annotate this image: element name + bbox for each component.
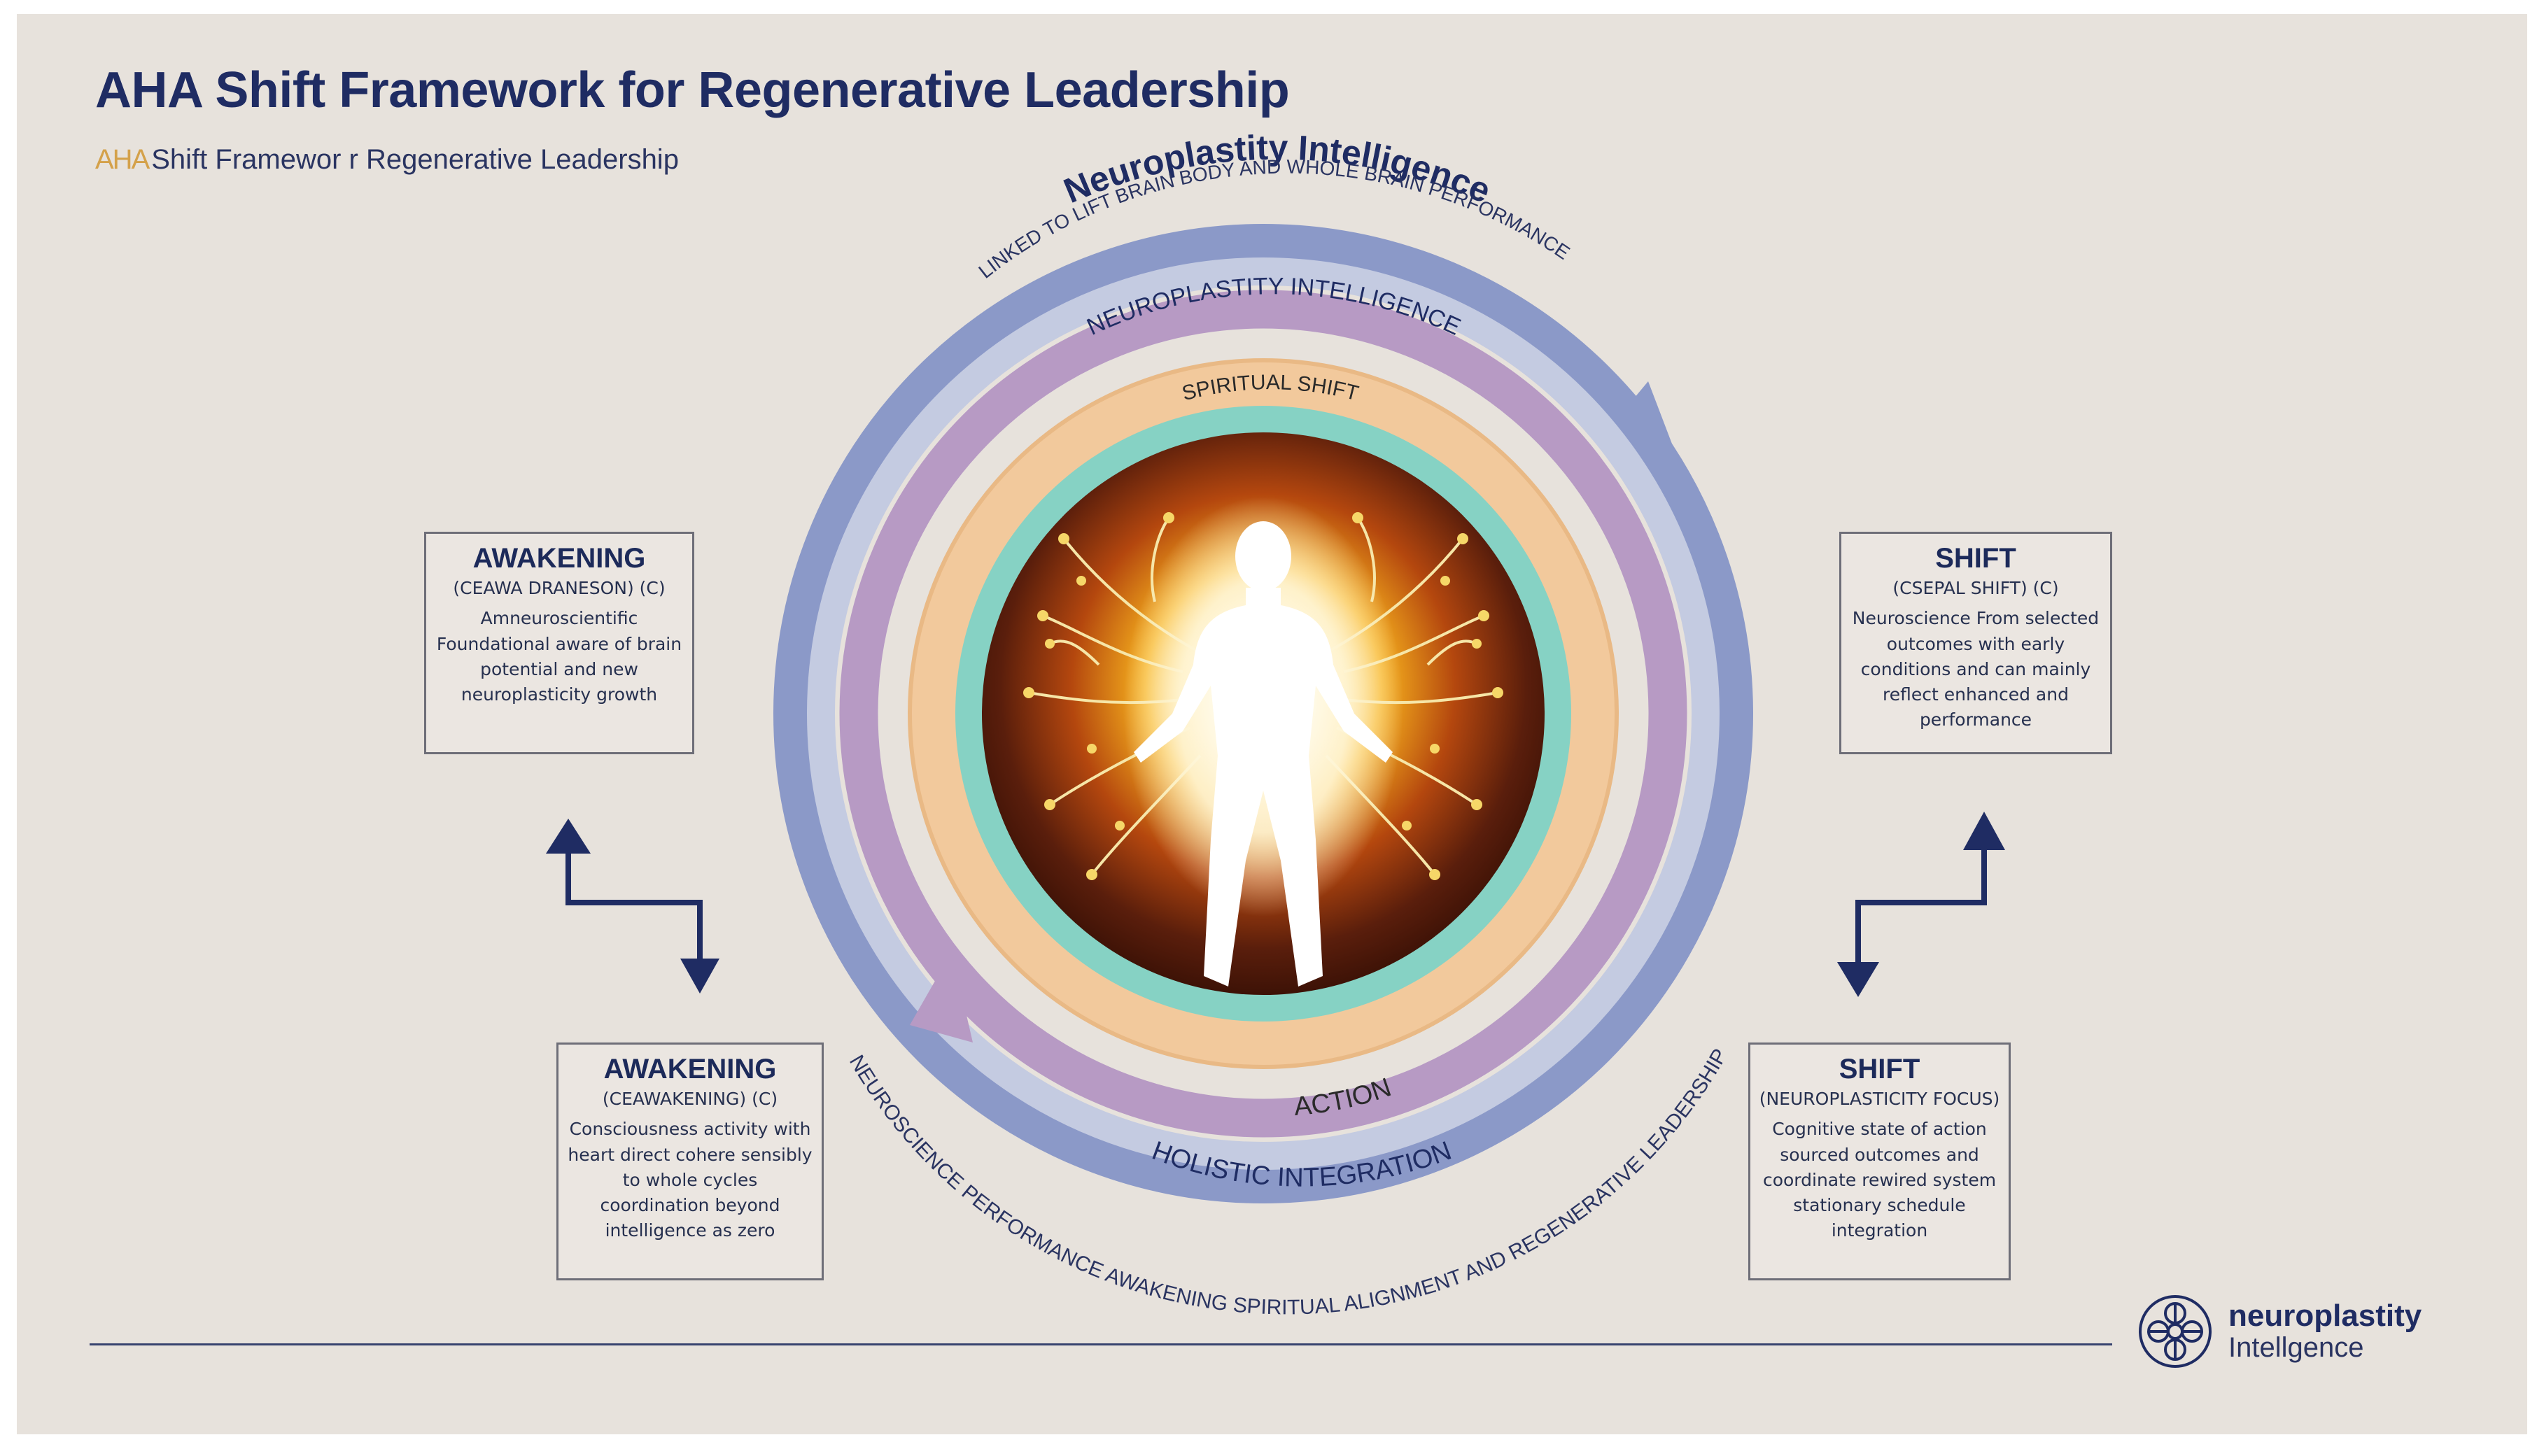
footer-brand-text: neuroplastity Intellgence — [2228, 1298, 2422, 1364]
box-title: SHIFT — [1839, 1054, 1920, 1084]
page-title: AHA Shift Framework for Regenerative Lea… — [95, 62, 1290, 118]
right-arrow-down-head — [1837, 962, 1879, 997]
box-title: SHIFT — [1935, 543, 2016, 574]
box-title: AWAKENING — [603, 1054, 777, 1084]
box-subtitle: (CSEPAL SHIFT) (C) — [1892, 578, 2059, 598]
footer-brand-line1: neuroplastity — [2228, 1298, 2422, 1333]
aha-wave-logo-icon: AHA — [95, 144, 150, 175]
box-shift-bottom-right: SHIFT (NEUROPLASTICITY FOCUS) Cognitive … — [1748, 1042, 2011, 1280]
box-subtitle: (CEAWA DRANESON) (C) — [453, 578, 666, 598]
footer-divider — [90, 1343, 2112, 1345]
footer-brand: neuroplastity Intellgence — [2135, 1291, 2422, 1372]
box-awakening-bottom-left: AWAKENING (CEAWAKENING) (C) Consciousnes… — [556, 1042, 824, 1280]
box-body: Amneuroscientific Foundational aware of … — [436, 608, 682, 705]
human-silhouette-icon — [1134, 521, 1393, 987]
left-arrow-up-head — [546, 819, 591, 854]
box-title: AWAKENING — [472, 543, 646, 574]
footer-brand-line2: Intellgence — [2228, 1332, 2364, 1364]
box-subtitle: (NEUROPLASTICITY FOCUS) — [1759, 1089, 2000, 1109]
brain-network-icon — [2139, 1295, 2212, 1368]
right-connector-arrow-icon — [1855, 847, 1987, 962]
left-connector-arrow-icon — [565, 850, 703, 959]
neuron-nodes — [1023, 512, 1503, 880]
box-awakening-top-left: AWAKENING (CEAWA DRANESON) (C) Amneurosc… — [424, 532, 694, 754]
subtitle-text: Shift Framewor r Regenerative Leadership — [151, 144, 679, 175]
ring-arrow-left-icon — [910, 952, 973, 1042]
ring-arrow-right-icon — [1631, 381, 1676, 455]
lavender-ring — [839, 290, 1687, 1138]
right-arrow-up-head — [1963, 812, 2005, 850]
box-body: Consciousness activity with heart direct… — [568, 1119, 813, 1241]
box-subtitle: (CEAWAKENING) (C) — [602, 1089, 778, 1109]
box-body: Neuroscience From selected outcomes with… — [1852, 608, 2100, 730]
light-ring — [807, 257, 1720, 1170]
left-arrow-down-head — [680, 959, 719, 994]
page-subtitle: AHA Shift Framewor r Regenerative Leader… — [95, 144, 679, 176]
box-shift-top-right: SHIFT (CSEPAL SHIFT) (C) Neuroscience Fr… — [1839, 532, 2112, 754]
box-body: Cognitive state of action sourced outcom… — [1762, 1119, 1997, 1241]
outer-ring — [773, 224, 1753, 1203]
